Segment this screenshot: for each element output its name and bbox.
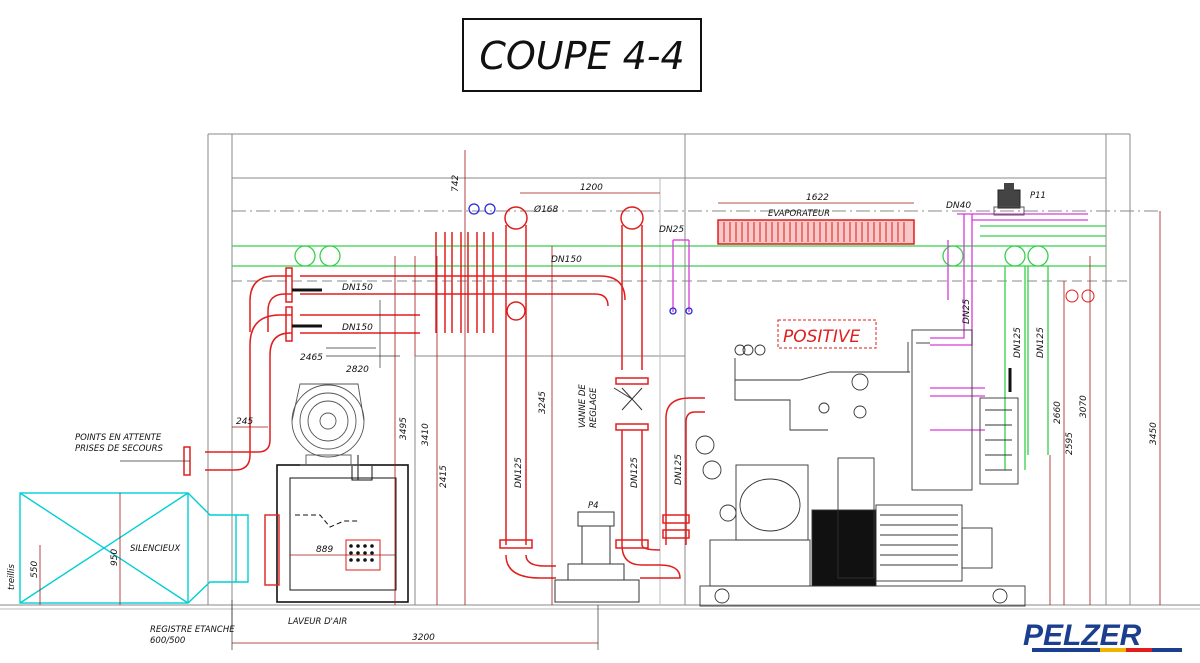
dim-1622: 1622 [806,193,829,203]
dim-2465: 2465 [300,353,323,363]
dim-3070: 3070 [1079,395,1089,418]
standby-points-line2: PRISES DE SECOURS [75,444,164,454]
dim-1200: 1200 [580,183,603,193]
pipe-label-dn125-right-a: DN125 [1013,327,1023,358]
silencer [19,492,249,604]
magenta-pipes [672,213,1088,431]
pump-p4-label: P4 [588,501,599,511]
dim-2595: 2595 [1065,432,1075,455]
dim-742: 742 [451,175,461,192]
standby-points-line1: POINTS EN ATTENTE [75,433,162,443]
dim-950: 950 [110,549,120,566]
pump-p4 [554,511,640,603]
drawing-title: COUPE 4-4 [479,34,684,78]
pipe-label-texts: DN150 DN150 DN150 Ø168 DN25 DN40 DN125 D… [342,201,1046,488]
small-red-circles [1065,289,1095,303]
compressor-unit [695,329,1026,607]
air-washer-label: LAVEUR D'AIR [288,617,347,627]
pump-p11-label: P11 [1030,191,1046,201]
fan [291,383,365,466]
dim-2415: 2415 [439,465,449,488]
pipe-label-dn125-mid: DN125 [630,457,640,488]
valve-label-line1: VANNE DE [578,384,588,428]
logo-text: PELZER [1023,619,1142,652]
pipe-label-phi168: Ø168 [533,204,559,215]
dim-889: 889 [316,545,333,555]
dim-2660: 2660 [1053,401,1063,424]
evaporator-label: EVAPORATEUR [768,209,830,219]
valve-label-line2: REGLAGE [589,387,599,428]
dim-3245: 3245 [538,391,548,414]
damper-label-line2: 600/500 [150,636,185,646]
air-washer [264,455,409,603]
building-frame [0,133,1200,610]
title-block: COUPE 4-4 [462,18,702,92]
pipe-marks [292,288,1012,392]
pipe-label-dn25-left: DN25 [659,225,684,235]
dim-3450: 3450 [1149,422,1159,445]
evaporator-fins [723,222,905,242]
callout-labels: POSITIVE EVAPORATEUR SILENCIEUX LAVEUR D… [7,191,1046,646]
damper-label-line1: REGISTRE ETANCHE [150,625,235,635]
p11-device [993,183,1025,216]
positive-label: POSITIVE [783,327,860,347]
pelzer-logo: PELZER [1023,619,1182,652]
dim-3495: 3495 [399,417,409,440]
pipe-label-dn40: DN40 [946,201,971,211]
pipe-label-dn150-header: DN150 [551,255,582,265]
pipe-label-dn25-right: DN25 [962,299,972,324]
blue-markers [468,203,693,315]
silencer-label: SILENCIEUX [130,544,180,554]
red-pipes [183,206,915,579]
green-pipes [232,225,1106,470]
dimension-texts: 742 1200 1622 2465 2820 245 3495 3410 32… [30,175,1159,643]
dimension-lines [39,150,1161,644]
trellis-label: treillis [7,563,17,590]
dim-3200: 3200 [412,633,435,643]
dim-2820: 2820 [346,365,369,375]
dimension-leaders [120,300,599,650]
pipe-label-dn125-left: DN125 [514,457,524,488]
balancing-valve [613,387,643,411]
pipe-label-dn150-upper: DN150 [342,283,373,293]
pipe-label-dn125-right-b: DN125 [1036,327,1046,358]
dim-550: 550 [30,561,40,578]
dim-3410: 3410 [421,423,431,446]
pipe-label-dn150-lower: DN150 [342,323,373,333]
pipe-label-dn125-compressor: DN125 [674,454,684,485]
dim-245: 245 [236,417,253,427]
